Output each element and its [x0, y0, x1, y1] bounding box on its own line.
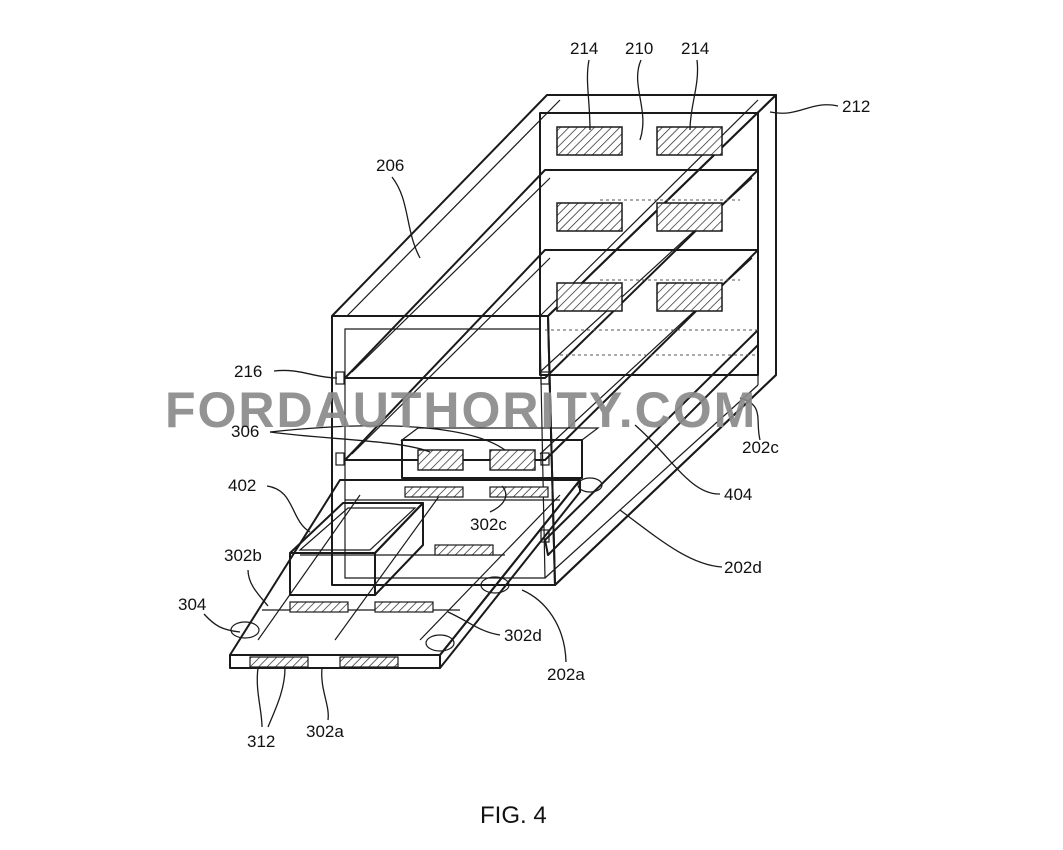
label-202a: 202a	[547, 665, 585, 684]
bin-side	[375, 503, 423, 595]
tray-pad	[435, 545, 493, 555]
connector-pad	[657, 283, 722, 311]
label-302a: 302a	[306, 722, 344, 741]
label-214-right: 214	[681, 39, 709, 58]
tray-pad	[375, 602, 433, 612]
label-206: 206	[376, 156, 404, 175]
tray-pad	[250, 657, 308, 667]
label-302b: 302b	[224, 546, 262, 565]
connector-pad	[657, 203, 722, 231]
connector-pad	[557, 127, 622, 155]
storage-bin	[290, 503, 423, 595]
shelf-rail-3	[545, 330, 758, 555]
connector-pad	[557, 283, 622, 311]
leader-402	[267, 486, 310, 532]
label-216: 216	[234, 362, 262, 381]
rack-top-inner-edge	[347, 100, 560, 316]
drawer-pad	[418, 450, 463, 470]
label-312: 312	[247, 732, 275, 751]
tray-pad	[405, 487, 463, 497]
leader-202d	[620, 510, 722, 567]
leader-302a	[322, 668, 329, 720]
label-302d: 302d	[504, 626, 542, 645]
label-202c: 202c	[742, 438, 779, 457]
tray-pad	[290, 602, 348, 612]
tray-pad	[490, 487, 548, 497]
leader-216	[274, 370, 337, 378]
rail-latch	[336, 453, 344, 465]
leader-210	[638, 60, 643, 140]
label-302c: 302c	[470, 515, 507, 534]
label-402: 402	[228, 476, 256, 495]
tray-grid-line	[335, 495, 440, 640]
connector-pads	[557, 127, 722, 311]
label-202d: 202d	[724, 558, 762, 577]
figure-caption: FIG. 4	[480, 802, 547, 829]
leader-312-right	[268, 668, 285, 727]
leader-212	[770, 105, 838, 113]
label-304: 304	[178, 595, 206, 614]
label-214-left: 214	[570, 39, 598, 58]
shelf-rail-1	[345, 170, 758, 378]
leader-312-left	[257, 668, 262, 727]
label-306: 306	[231, 422, 259, 441]
leader-302d	[448, 612, 500, 635]
rack-right-panel	[548, 95, 776, 585]
label-212: 212	[842, 97, 870, 116]
caster-wheel	[578, 478, 602, 492]
leader-304	[204, 614, 240, 632]
connector-pad	[657, 127, 722, 155]
pull-out-tray	[230, 478, 602, 668]
tray-pad	[340, 657, 398, 667]
label-210: 210	[625, 39, 653, 58]
drawer-pad	[490, 450, 535, 470]
connector-pad	[557, 203, 622, 231]
label-404: 404	[724, 485, 752, 504]
